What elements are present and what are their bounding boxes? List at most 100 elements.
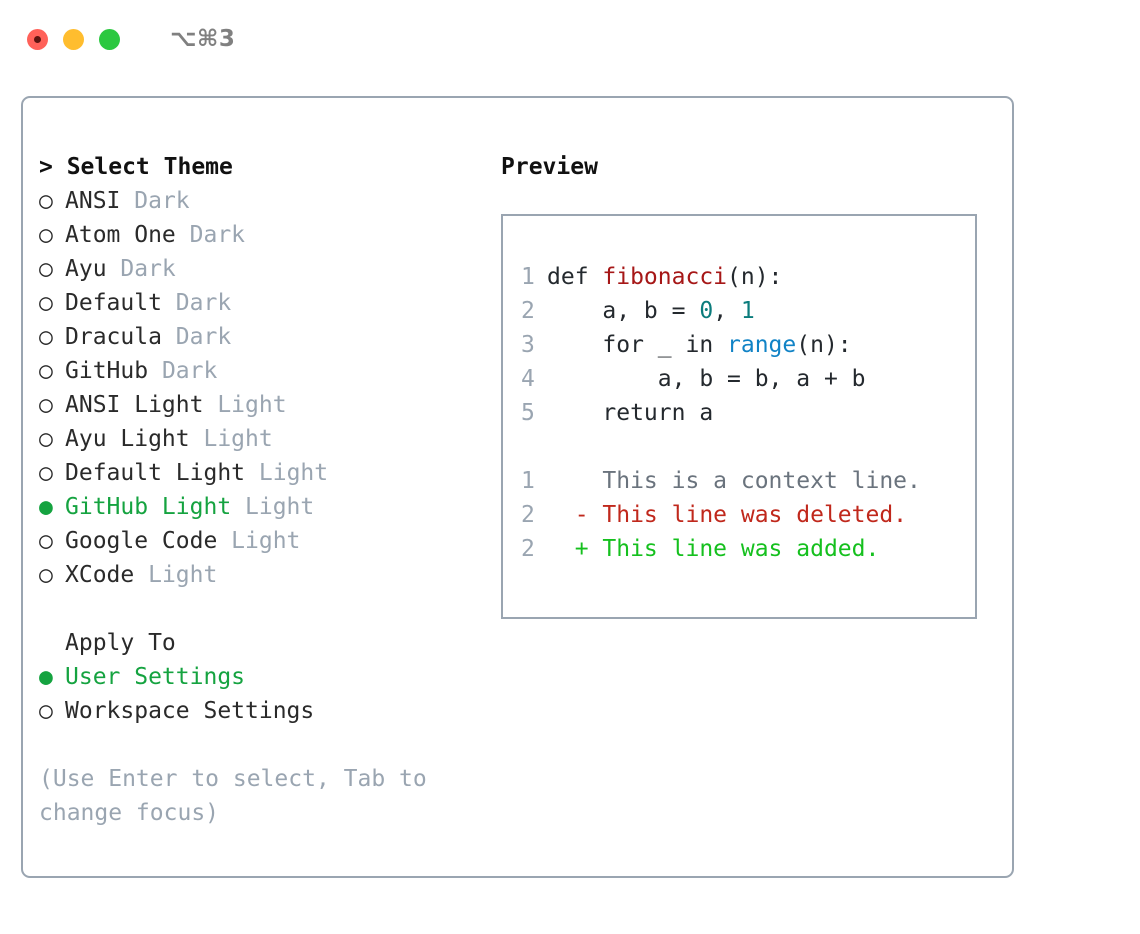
code-token: 1	[740, 298, 755, 324]
theme-option-xcode[interactable]: ○ XCode Light	[39, 558, 489, 592]
keyboard-shortcut-label: ⌥⌘3	[170, 26, 236, 52]
radio-unselected-icon: ○	[39, 222, 53, 248]
main-panel: > Select Theme ○ANSI Dark○Atom One Dark○…	[21, 96, 1014, 878]
theme-variant-badge: Light	[203, 426, 273, 452]
radio-unselected-icon: ○	[39, 324, 53, 350]
theme-option-label: Ayu	[65, 256, 121, 282]
theme-option-label: XCode	[65, 562, 149, 588]
apply-to-option-label: User Settings	[65, 664, 246, 690]
code-token: ,	[713, 298, 741, 324]
theme-option-label: ANSI Light	[65, 392, 218, 418]
code-line: 5 return a	[521, 396, 975, 430]
theme-list: ○ ANSI Dark ○ Atom One Dark ○ Ayu Dark ○ Defaul…	[39, 184, 489, 592]
radio-unselected-icon: ○	[39, 392, 53, 418]
theme-option-label: Ayu Light	[65, 426, 204, 452]
theme-selector-column: > Select Theme ○ANSI Dark○Atom One Dark○…	[39, 150, 489, 830]
theme-option-ansi[interactable]: ○ ANSI Dark	[39, 184, 489, 218]
theme-option-github-light[interactable]: ● GitHub Light Light	[39, 490, 489, 524]
minimize-button-icon[interactable]	[63, 28, 84, 50]
line-number: 2	[521, 298, 535, 324]
theme-variant-badge: Light	[245, 494, 315, 520]
code-line: 4 a, b = b, a + b	[521, 362, 975, 396]
diff-text: This is a context line.	[547, 468, 921, 494]
theme-option-label: Dracula	[65, 324, 176, 350]
apply-to-option-user-settings[interactable]: ● User Settings	[39, 660, 489, 694]
line-number: 5	[521, 400, 535, 426]
theme-option-dracula[interactable]: ○ Dracula Dark	[39, 320, 489, 354]
theme-variant-badge: Dark	[134, 188, 190, 214]
preview-heading: Preview	[501, 154, 598, 180]
radio-unselected-icon: ○	[39, 358, 53, 384]
radio-unselected-icon: ○	[39, 460, 53, 486]
diff-line-context: 1 This is a context line.	[521, 464, 975, 498]
theme-option-label: Default	[65, 290, 176, 316]
theme-variant-badge: Light	[148, 562, 218, 588]
theme-option-github[interactable]: ○ GitHub Dark	[39, 354, 489, 388]
theme-variant-badge: Dark	[175, 324, 232, 350]
theme-option-default-light[interactable]: ○ Default Light Light	[39, 456, 489, 490]
code-token: for _ in	[602, 332, 728, 358]
close-button-icon[interactable]	[27, 28, 48, 50]
line-number: 2	[521, 502, 535, 528]
apply-to-list: ● User Settings ○ Workspace Settings	[39, 660, 489, 728]
radio-unselected-icon: ○	[39, 256, 53, 282]
theme-option-label: Default Light	[65, 460, 259, 486]
line-number: 3	[521, 332, 535, 358]
code-token: (n):	[727, 264, 783, 290]
line-number: 1	[521, 468, 535, 494]
theme-option-ayu-light[interactable]: ○ Ayu Light Light	[39, 422, 489, 456]
code-line: 3 for _ in range(n):	[521, 328, 975, 362]
theme-option-default[interactable]: ○Default Dark	[39, 286, 489, 320]
code-token: range	[727, 332, 797, 358]
theme-option-label: GitHub	[65, 358, 162, 384]
radio-unselected-icon: ○	[39, 562, 53, 588]
theme-option-google-code[interactable]: ○ Google Code Light	[39, 524, 489, 558]
theme-variant-badge: Light	[258, 460, 329, 486]
diff-line-del: 2 - This line was deleted.	[521, 498, 975, 532]
select-theme-heading: > Select Theme	[39, 154, 233, 180]
title-bar: ⌥⌘3	[0, 0, 1140, 78]
code-token: return a	[602, 400, 714, 426]
theme-option-ansi-light[interactable]: ○ ANSI Light Light	[39, 388, 489, 422]
code-token: (n):	[796, 332, 852, 358]
line-number: 4	[521, 366, 535, 392]
indent	[547, 366, 658, 392]
zoom-button-icon[interactable]	[99, 28, 120, 50]
apply-to-heading: Apply To	[65, 630, 176, 656]
line-number: 2	[521, 536, 535, 562]
code-token: 0	[699, 298, 714, 324]
indent	[547, 332, 602, 358]
apply-to-option-workspace-settings[interactable]: ○ Workspace Settings	[39, 694, 489, 728]
theme-variant-badge: Light	[217, 392, 287, 418]
theme-variant-badge: Dark	[161, 358, 218, 384]
code-line: 1 def fibonacci(n):	[521, 260, 975, 294]
theme-variant-badge: Light	[231, 528, 301, 554]
radio-unselected-icon: ○	[39, 426, 53, 452]
keyboard-hint-text: (Use Enter to select, Tab to change focu…	[39, 766, 441, 826]
theme-option-atom-one[interactable]: ○ Atom One Dark	[39, 218, 489, 252]
radio-selected-icon: ●	[39, 494, 53, 520]
line-number: 1	[521, 264, 535, 290]
theme-option-label: GitHub Light	[65, 494, 246, 520]
radio-selected-icon: ●	[39, 664, 53, 690]
apply-to-option-label: Workspace Settings	[65, 698, 315, 724]
radio-unselected-icon: ○	[39, 290, 53, 316]
radio-unselected-icon: ○	[39, 188, 53, 214]
theme-option-label: Atom One	[65, 222, 190, 248]
theme-option-label: Google Code	[65, 528, 232, 554]
theme-option-ayu[interactable]: ○Ayu Dark	[39, 252, 489, 286]
diff-line-add: 2 + This line was added.	[521, 532, 975, 566]
theme-option-label: ANSI	[65, 188, 135, 214]
code-token: fibonacci	[602, 264, 728, 290]
code-token: a, b = b, a + b	[657, 366, 866, 392]
code-token: def	[547, 264, 603, 290]
radio-unselected-icon: ○	[39, 528, 53, 554]
diff-text: + This line was added.	[547, 536, 880, 562]
spacer	[521, 430, 975, 464]
radio-unselected-icon: ○	[39, 698, 53, 724]
spacer	[39, 592, 489, 626]
theme-variant-badge: Dark	[189, 222, 246, 248]
